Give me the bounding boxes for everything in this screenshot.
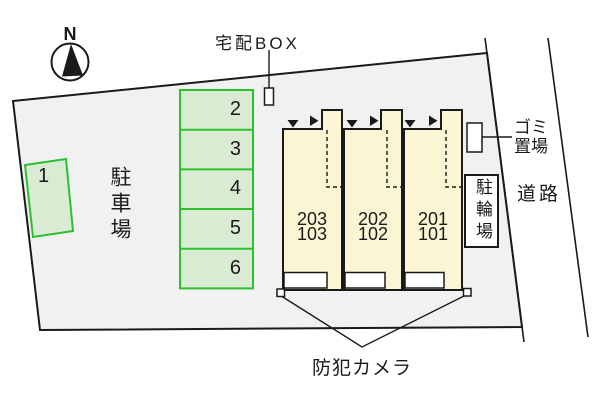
garbage-area-label-line1: ゴミ (514, 118, 548, 137)
right-triangle-icon (429, 115, 438, 126)
bicycle-parking-box (464, 174, 499, 248)
north-label: N (63, 24, 77, 44)
parking-space-number-1: 1 (38, 165, 50, 187)
entrance-porch-3 (404, 271, 445, 289)
parking-stack (179, 89, 254, 290)
unit-upper-number: 202 (357, 209, 389, 229)
parking-space-number-3: 3 (229, 138, 241, 160)
garbage-area-label: ゴミ 置場 (514, 118, 548, 156)
delivery-box-marker (263, 87, 275, 106)
dashed-corridor-3 (445, 130, 461, 188)
unit-lower-number: 101 (417, 224, 449, 244)
right-triangle-icon (310, 115, 319, 126)
parking-space-number-6: 6 (229, 257, 241, 279)
unit-upper-number: 201 (417, 209, 449, 229)
unit-label-202-102: 202 102 (343, 209, 403, 244)
building-unit-203-103-shape (282, 109, 343, 291)
unit-upper-number: 203 (296, 209, 328, 229)
down-triangle-icon (287, 120, 299, 128)
parking-space-1-shape (23, 157, 75, 239)
delivery-box-label: 宅配BOX (215, 34, 300, 53)
unit-label-203-103: 203 103 (282, 209, 342, 244)
building-unit-202-102-shape (343, 109, 403, 291)
unit-lower-number: 103 (296, 224, 328, 244)
entrance-porch-1 (283, 271, 328, 289)
security-camera-marker-right (462, 287, 472, 297)
security-camera-leader-lines (281, 295, 465, 348)
down-triangle-icon (404, 120, 416, 128)
garbage-area-label-line2: 置場 (514, 137, 548, 156)
security-camera-label: 防犯カメラ (312, 358, 413, 379)
entrance-porch-2 (344, 271, 386, 289)
road-label: 道路 (517, 184, 562, 205)
dashed-corridor-2 (386, 130, 401, 188)
parking-space-number-2: 2 (229, 98, 241, 120)
compass-needle-icon (62, 44, 83, 77)
unit-lower-number: 102 (357, 224, 389, 244)
entrance-arrow-icons (287, 115, 438, 128)
parking-space-number-4: 4 (229, 177, 241, 199)
road-edge-line-right (547, 37, 589, 338)
right-triangle-icon (370, 115, 379, 126)
down-triangle-icon (346, 120, 358, 128)
road-edge-line-left (484, 37, 525, 343)
unit-label-201-101: 201 101 (403, 209, 463, 244)
north-compass-icon (50, 42, 90, 82)
building-unit-201-101-shape (403, 109, 463, 291)
security-camera-marker-left (276, 288, 286, 298)
parking-space-number-5: 5 (229, 217, 241, 239)
parking-lot-label: 駐車場 (108, 166, 131, 244)
garbage-area-marker (466, 122, 483, 153)
bicycle-parking-label: 駐輪場 (473, 178, 492, 244)
dashed-corridor-1 (326, 130, 341, 188)
